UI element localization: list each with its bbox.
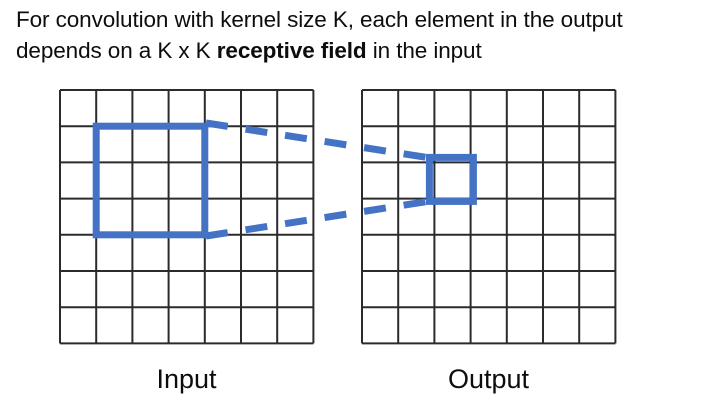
input-grid-label: Input bbox=[156, 364, 217, 394]
output-element-highlight bbox=[425, 153, 477, 205]
caption-bold-phrase: receptive field bbox=[216, 38, 367, 63]
caption-tail: in the input bbox=[366, 38, 482, 63]
output-grid-lines bbox=[361, 89, 617, 345]
caption-main: For convolution with kernel size K, each… bbox=[16, 7, 629, 63]
input-grid bbox=[59, 89, 315, 345]
caption-text: For convolution with kernel size K, each… bbox=[16, 4, 676, 66]
output-grid bbox=[361, 89, 617, 345]
receptive-field-highlight bbox=[92, 122, 209, 239]
output-grid-label: Output bbox=[447, 364, 530, 394]
